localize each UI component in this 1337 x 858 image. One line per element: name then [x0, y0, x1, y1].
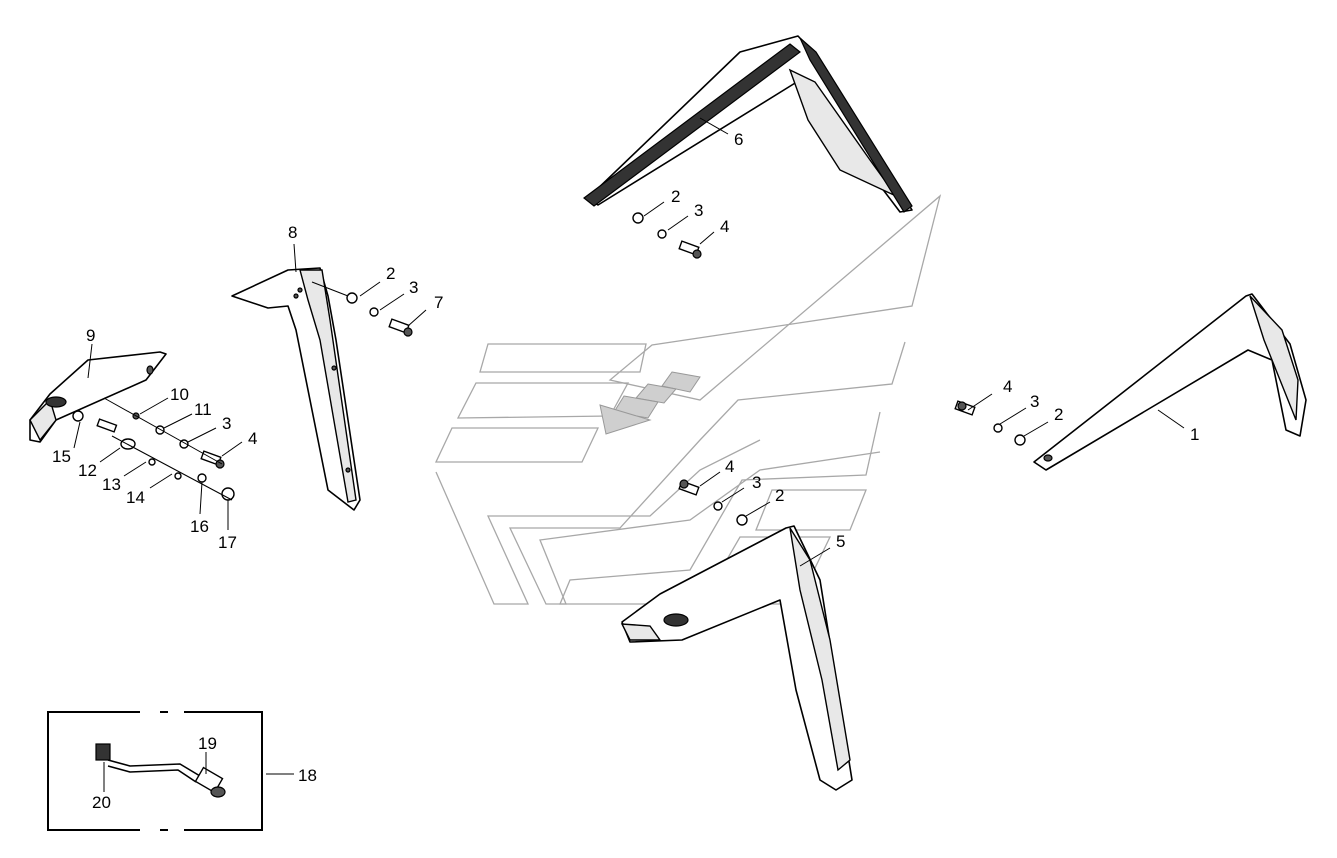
- part-8-mirror-support: [231, 267, 361, 511]
- hardware-group-top: [632, 212, 702, 259]
- callout-3-bottom: 3: [752, 473, 761, 492]
- callout-2-bottom: 2: [775, 486, 784, 505]
- part-18-harness-box: [47, 711, 263, 831]
- callout-17: 17: [218, 533, 237, 552]
- part-9-light-housing: [29, 351, 167, 443]
- callout-2-top: 2: [671, 187, 680, 206]
- callout-14: 14: [126, 488, 145, 507]
- callout-19: 19: [198, 734, 217, 753]
- part-6-upper-fender: [583, 35, 913, 213]
- leader-lines: [73, 117, 1185, 792]
- callout-12: 12: [78, 461, 97, 480]
- callout-11: 11: [194, 400, 212, 419]
- callout-labels: 1 2 3 4 6 2 3 7 8 9 10 11 3 4 15 12 13 1…: [52, 130, 1199, 812]
- hardware-group-bottom: [678, 479, 748, 526]
- callout-20: 20: [92, 793, 111, 812]
- callout-13: 13: [102, 475, 121, 494]
- callout-16: 16: [190, 517, 209, 536]
- callout-4-right: 4: [1003, 377, 1012, 396]
- callout-3-left: 3: [409, 278, 418, 297]
- callout-18: 18: [298, 766, 317, 785]
- callout-3-right: 3: [1030, 392, 1039, 411]
- callout-8: 8: [288, 223, 297, 242]
- background-cab-outline: [434, 194, 942, 605]
- callout-6: 6: [734, 130, 743, 149]
- callout-10: 10: [170, 385, 189, 404]
- hardware-group-left: [311, 281, 413, 337]
- callout-3-top: 3: [694, 201, 703, 220]
- callout-15: 15: [52, 447, 71, 466]
- callout-7: 7: [434, 293, 443, 312]
- callout-2-right: 2: [1054, 405, 1063, 424]
- callout-4-bottom: 4: [725, 457, 734, 476]
- callout-3-light: 3: [222, 414, 231, 433]
- callout-9: 9: [86, 326, 95, 345]
- hardware-group-light: [72, 397, 235, 501]
- part-1-right-fender: [1033, 293, 1307, 471]
- callout-2-left: 2: [386, 264, 395, 283]
- part-5-front-fender: [620, 525, 853, 791]
- hardware-group-right: [954, 400, 1026, 446]
- callout-4-top: 4: [720, 217, 729, 236]
- callout-4-light: 4: [248, 429, 257, 448]
- callout-1: 1: [1190, 425, 1199, 444]
- callout-5: 5: [836, 532, 845, 551]
